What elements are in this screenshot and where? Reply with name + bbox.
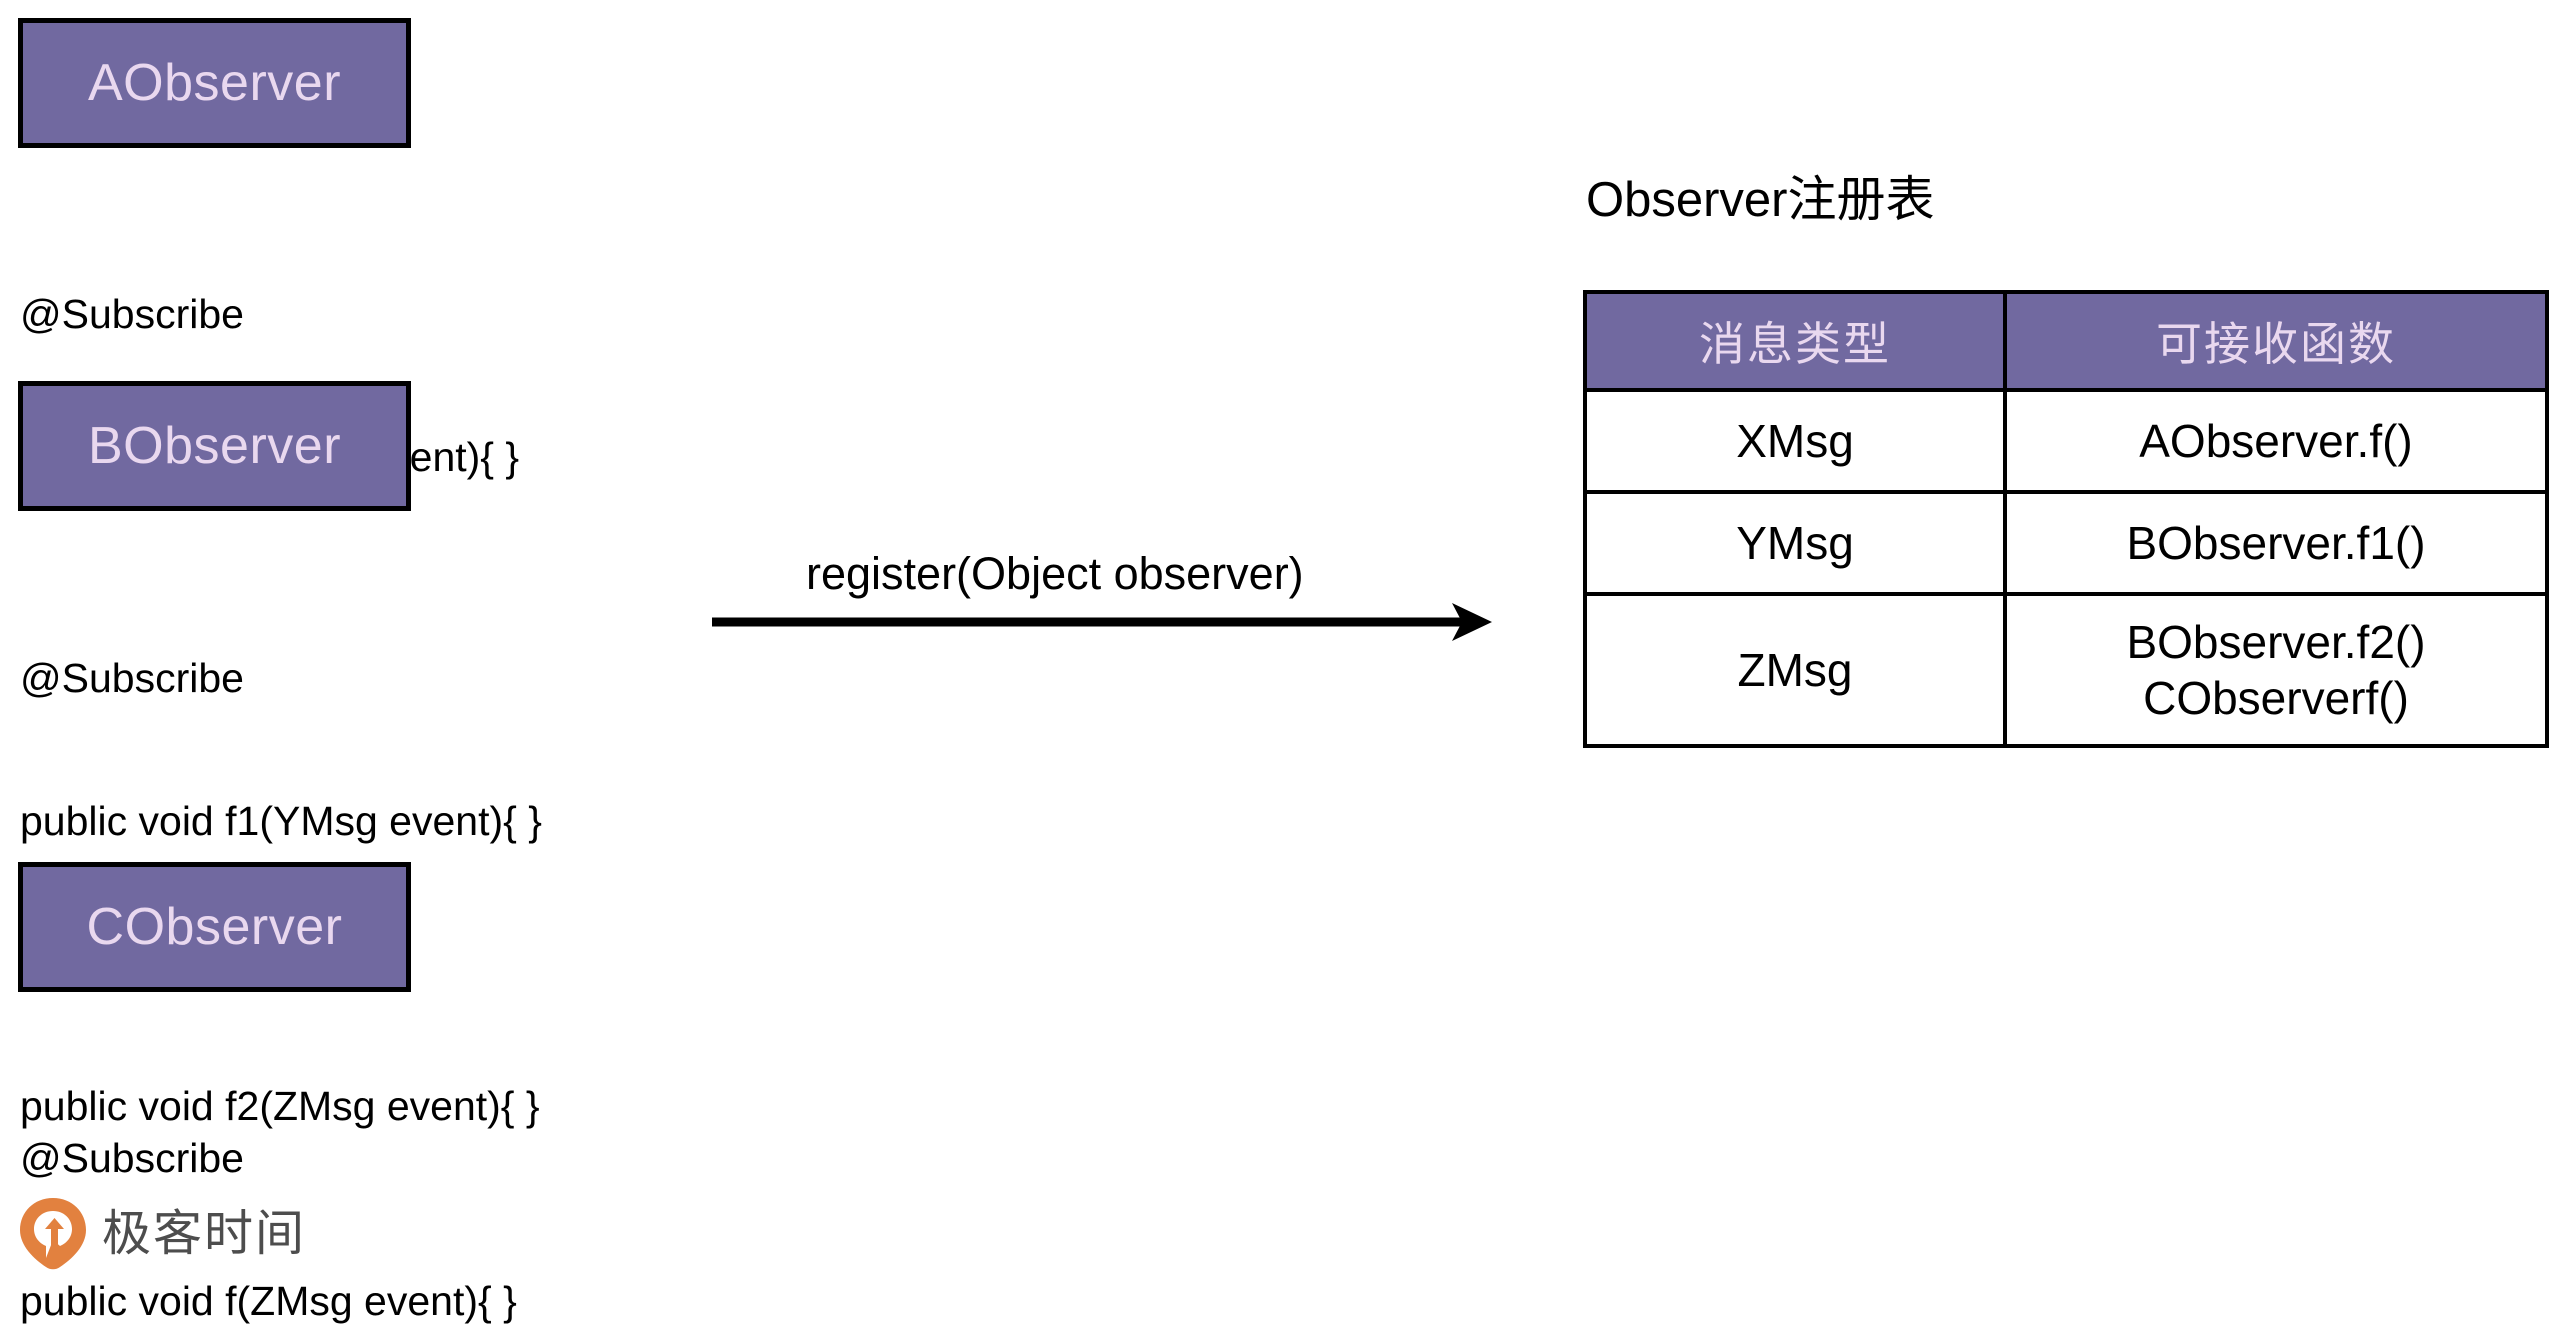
observer-registry-table: 消息类型 可接收函数 XMsg AObserver.f() YMsg BObse… <box>1583 290 2549 748</box>
code-line: public void f(ZMsg event){ } <box>20 1277 517 1324</box>
observer-code-bobserver: @Subscribe public void f1(YMsg event){ }… <box>20 560 542 1226</box>
observer-box-aobserver: AObserver <box>18 18 411 148</box>
code-line: @Subscribe <box>20 655 244 702</box>
table-header-row: 消息类型 可接收函数 <box>1583 290 2549 392</box>
table-row: ZMsg BObserver.f2() CObserverf() <box>1583 592 2549 748</box>
handler-entry: AObserver.f() <box>2139 414 2413 467</box>
observer-box-cobserver: CObserver <box>18 862 411 992</box>
cell-message-type: XMsg <box>1583 388 2007 494</box>
column-header-message-type: 消息类型 <box>1583 290 2007 392</box>
cell-handlers: BObserver.f2() CObserverf() <box>2003 592 2549 748</box>
handler-entry: BObserver.f1() <box>2126 516 2426 569</box>
table-row: YMsg BObserver.f1() <box>1583 490 2549 596</box>
registry-title: Observer注册表 <box>1586 173 1935 227</box>
cell-message-type: YMsg <box>1583 490 2007 596</box>
cell-message-type: ZMsg <box>1583 592 2007 748</box>
geektime-logo-icon <box>20 1198 86 1270</box>
observer-box-bobserver: BObserver <box>18 381 411 511</box>
cell-handlers: AObserver.f() <box>2003 388 2549 494</box>
register-arrow-icon <box>712 603 1492 641</box>
observer-box-label: BObserver <box>87 417 342 475</box>
register-arrow-label: register(Object observer) <box>806 548 1304 599</box>
cell-handlers: BObserver.f1() <box>2003 490 2549 596</box>
geektime-watermark: 极客时间 <box>18 1196 306 1272</box>
observer-box-label: CObserver <box>86 898 343 956</box>
handler-entry: CObserverf() <box>2143 672 2409 724</box>
table-row: XMsg AObserver.f() <box>1583 388 2549 494</box>
handler-entry: BObserver.f2() <box>2126 615 2426 668</box>
column-header-handler-functions: 可接收函数 <box>2003 290 2549 392</box>
code-line: public void f2(ZMsg event){ } <box>20 1083 540 1130</box>
code-line: public void f1(YMsg event){ } <box>20 797 542 844</box>
code-line: @Subscribe <box>20 1135 244 1182</box>
observer-code-cobserver: @Subscribe public void f(ZMsg event){ } <box>20 1040 517 1333</box>
code-line: @Subscribe <box>20 291 244 338</box>
geektime-logo-text: 极客时间 <box>102 1206 307 1261</box>
observer-box-label: AObserver <box>87 54 342 112</box>
